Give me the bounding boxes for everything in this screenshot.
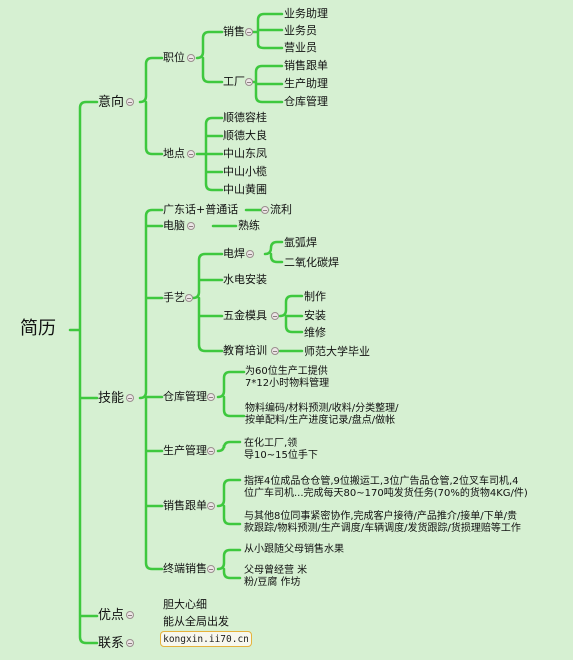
training-item[interactable]: 师范大学毕业 bbox=[304, 345, 370, 358]
collapse-icon[interactable] bbox=[187, 150, 195, 158]
strength-item[interactable]: 能从全局出发 bbox=[163, 615, 229, 628]
collapse-icon[interactable] bbox=[261, 206, 269, 214]
computer-level[interactable]: 熟练 bbox=[238, 219, 260, 232]
location-item[interactable]: 顺德容桂 bbox=[223, 111, 267, 124]
node-computer[interactable]: 电脑 bbox=[163, 219, 185, 232]
mold-item[interactable]: 制作 bbox=[304, 290, 326, 303]
warehouse-note: 物料编码/材料预测/收料/分类整理/ 按单配料/生产进度记录/盘点/做帐 bbox=[245, 403, 399, 426]
collapse-icon[interactable] bbox=[126, 98, 134, 106]
collapse-icon[interactable] bbox=[245, 78, 253, 86]
node-training[interactable]: 教育培训 bbox=[223, 344, 267, 357]
sales-item[interactable]: 业务员 bbox=[284, 24, 317, 37]
sales-note: 指挥4位成品仓仓管,9位搬运工,3位广告品仓管,2位叉车司机,4 位广车司机..… bbox=[244, 476, 528, 499]
sales-note: 与其他8位同事紧密协作,完成客户接待/产品推介/接单/下单/贵 款跟踪/物料预测… bbox=[244, 511, 521, 534]
collapse-icon[interactable] bbox=[271, 312, 279, 320]
sales-item[interactable]: 营业员 bbox=[284, 41, 317, 54]
mold-item[interactable]: 维修 bbox=[304, 326, 326, 339]
terminal-note: 从小跟随父母销售水果 bbox=[244, 544, 344, 555]
node-location[interactable]: 地点 bbox=[163, 147, 185, 160]
root-node[interactable]: 简历 bbox=[20, 318, 56, 339]
collapse-icon[interactable] bbox=[207, 565, 215, 573]
node-welding[interactable]: 电焊 bbox=[223, 247, 245, 260]
node-plumbing[interactable]: 水电安装 bbox=[223, 273, 267, 286]
node-language[interactable]: 广东话+普通话 bbox=[163, 203, 239, 216]
warehouse-note: 为60位生产工提供 7*12小时物料管理 bbox=[245, 366, 330, 389]
collapse-icon[interactable] bbox=[126, 639, 134, 647]
language-level[interactable]: 流利 bbox=[270, 203, 292, 216]
node-molds[interactable]: 五金模具 bbox=[223, 309, 267, 322]
collapse-icon[interactable] bbox=[126, 611, 134, 619]
collapse-icon[interactable] bbox=[207, 393, 215, 401]
collapse-icon[interactable] bbox=[185, 294, 193, 302]
strength-item[interactable]: 胆大心细 bbox=[163, 598, 207, 611]
node-production[interactable]: 生产管理 bbox=[163, 444, 207, 457]
node-contact[interactable]: 联系 bbox=[98, 636, 125, 651]
sales-item[interactable]: 业务助理 bbox=[284, 7, 328, 20]
location-item[interactable]: 中山黄圃 bbox=[223, 183, 267, 196]
node-factory[interactable]: 工厂 bbox=[223, 75, 245, 88]
node-sales-follow[interactable]: 销售跟单 bbox=[163, 499, 207, 512]
welding-item[interactable]: 二氧化碳焊 bbox=[284, 256, 339, 269]
mold-item[interactable]: 安装 bbox=[304, 309, 326, 322]
node-terminal[interactable]: 终端销售 bbox=[163, 562, 207, 575]
collapse-icon[interactable] bbox=[271, 347, 279, 355]
welding-item[interactable]: 氩弧焊 bbox=[284, 236, 317, 249]
collapse-icon[interactable] bbox=[207, 502, 215, 510]
node-intent[interactable]: 意向 bbox=[98, 95, 125, 110]
production-note: 在化工厂,领 导10~15位手下 bbox=[244, 438, 318, 461]
collapse-icon[interactable] bbox=[187, 222, 195, 230]
collapse-icon[interactable] bbox=[207, 447, 215, 455]
node-warehouse[interactable]: 仓库管理 bbox=[163, 390, 207, 403]
terminal-note: 父母曾经营 米 粉/豆腐 作坊 bbox=[244, 565, 308, 588]
factory-item[interactable]: 销售跟单 bbox=[284, 59, 328, 72]
contact-link[interactable]: kongxin.ii70.cn bbox=[160, 631, 252, 647]
collapse-icon[interactable] bbox=[126, 394, 134, 402]
node-skills[interactable]: 技能 bbox=[98, 391, 125, 406]
node-strengths[interactable]: 优点 bbox=[98, 608, 125, 623]
collapse-icon[interactable] bbox=[245, 28, 253, 36]
node-sales[interactable]: 销售 bbox=[223, 25, 245, 38]
factory-item[interactable]: 生产助理 bbox=[284, 77, 328, 90]
location-item[interactable]: 中山小榄 bbox=[223, 165, 267, 178]
location-item[interactable]: 中山东凤 bbox=[223, 147, 267, 160]
node-position[interactable]: 职位 bbox=[163, 51, 185, 64]
node-craft[interactable]: 手艺 bbox=[163, 291, 185, 304]
collapse-icon[interactable] bbox=[246, 250, 254, 258]
factory-item[interactable]: 仓库管理 bbox=[284, 95, 328, 108]
location-item[interactable]: 顺德大良 bbox=[223, 129, 267, 142]
collapse-icon[interactable] bbox=[187, 54, 195, 62]
